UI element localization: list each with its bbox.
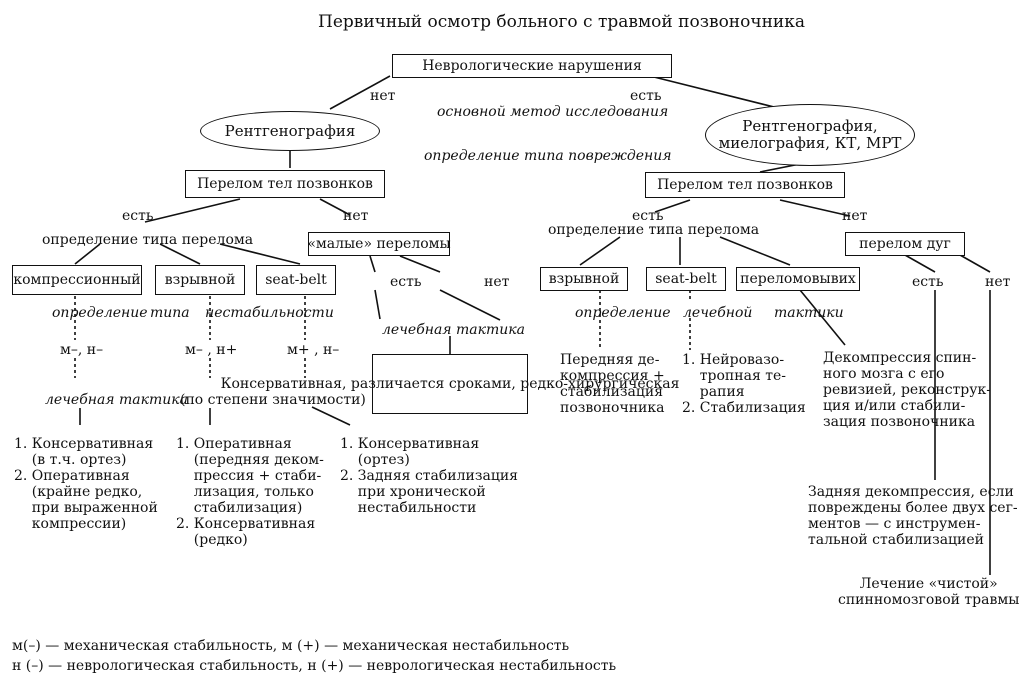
seatbelt-right-node: seat-belt (646, 267, 726, 291)
treatment-burst-left: 1. Оперативная (передняя деком- прессия … (176, 436, 324, 548)
stability-burst: м– , н+ (185, 342, 238, 358)
legend-mechanical: м(–) — механическая стабильность, м (+) … (12, 638, 570, 654)
arch-yes-label: есть (912, 274, 944, 290)
right-yes-label: есть (632, 208, 664, 224)
fracture-right-node: Перелом тел позвонков (645, 172, 845, 198)
right-no-label: нет (842, 208, 868, 224)
main-method-label: основной метод исследования (437, 104, 669, 120)
instability-label-1: определение (52, 305, 148, 321)
diagram-title: Первичный осмотр больного с травмой позв… (318, 12, 806, 32)
right-fracture-type-label: определение типа перелома (548, 222, 760, 238)
compression-node: компрессионный (12, 265, 142, 295)
treatment-arch-yes: Задняя декомпрессия, если повреждены бол… (808, 484, 1018, 548)
stability-compression: м–, н– (60, 342, 104, 358)
treatment-seatbelt-right: 1. Нейровазо- тропная те- рапия 2. Стаби… (682, 352, 806, 416)
damage-type-label: определение типа повреждения (424, 148, 672, 164)
burst-left-node: взрывной (155, 265, 245, 295)
xray-mri-node: Рентгенография, миелография, КТ, МРТ (705, 104, 915, 166)
branch-yes-label: есть (630, 88, 662, 104)
instability-label-2: типа (150, 305, 190, 321)
right-definition-label-2: лечебной (683, 305, 753, 321)
minor-yes-label: есть (390, 274, 422, 290)
burst-right-node: взрывной (540, 267, 628, 291)
instability-label-3: нестабильности (205, 305, 334, 321)
xray-node: Рентгенография (200, 111, 380, 151)
arch-fracture-node: перелом дуг (845, 232, 965, 256)
right-definition-label-3: тактики (774, 305, 844, 321)
conservative-node: Консервативная, различается сроками, ред… (221, 354, 679, 414)
minor-tactics-label: лечебная тактика (382, 322, 526, 338)
arch-no-label: нет (985, 274, 1011, 290)
seatbelt-left-node: seat-belt (256, 265, 336, 295)
tactics-priority-label: (по степени значимости) (180, 392, 366, 408)
branch-no-label: нет (370, 88, 396, 104)
treatment-fracture-dislocation: Декомпрессия спин- ного мозга с его реви… (823, 350, 991, 430)
minor-no-label: нет (484, 274, 510, 290)
treatment-compression: 1. Консервативная (в т.ч. ортез) 2. Опер… (14, 436, 158, 532)
right-definition-label-1: определение (575, 305, 671, 321)
stability-seatbelt: м+ , н– (287, 342, 340, 358)
treatment-seatbelt-left: 1. Консервативная (ортез) 2. Задняя стаб… (340, 436, 519, 516)
left-no-label: нет (343, 208, 369, 224)
legend-neurological: н (–) — неврологическая стабильность, н … (12, 658, 617, 674)
fracture-left-node: Перелом тел позвонков (185, 170, 385, 198)
treatment-burst-right: Передняя де- компрессия + стабилизация п… (560, 352, 665, 416)
neuro-disorders-node: Неврологические нарушения (392, 54, 672, 78)
tactics-label: лечебная тактика (45, 392, 189, 408)
treatment-arch-no: Лечение «чистой» спинномозговой травмы (838, 576, 1020, 608)
fracture-dislocation-node: переломовывих (736, 267, 860, 291)
left-yes-label: есть (122, 208, 154, 224)
minor-fractures-node: «малые» переломы (307, 232, 451, 256)
left-fracture-type-label: определение типа перелома (42, 232, 254, 248)
